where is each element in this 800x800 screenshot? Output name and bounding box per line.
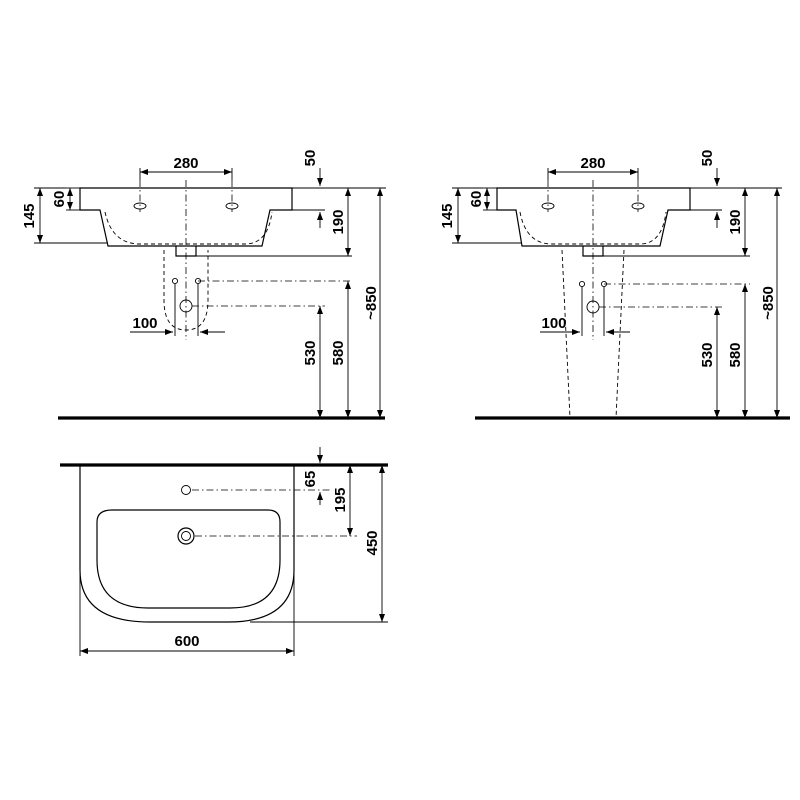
dim-top-width: 600: [174, 633, 199, 650]
dim-front-rim-thickness: 60: [51, 191, 68, 208]
dim-top-depth: 450: [364, 530, 381, 555]
dim-top-tap-hole-distance: 65: [302, 471, 319, 488]
dim-side-rim-height: ~850: [760, 286, 777, 320]
dim-side-rim-thickness: 60: [468, 191, 485, 208]
half-pedestal: [163, 250, 209, 331]
drain-spigot: [175, 246, 197, 257]
dim-front-tap-spacing: 280: [173, 155, 198, 172]
dim-front-waste-height: 530: [302, 340, 319, 365]
dim-front-basin-depth: 145: [21, 203, 38, 228]
basin-outline: [79, 187, 293, 247]
dim-front-supply-height: 580: [330, 340, 347, 365]
tap-hole-right: [631, 202, 645, 210]
pedestal-right-edge: [615, 249, 625, 419]
dim-side-basin-depth: 145: [439, 203, 456, 228]
dim-side-overflow: 50: [699, 150, 716, 167]
dim-side-tap-spacing: 280: [580, 155, 605, 172]
bowl-top-outline: [96, 509, 281, 609]
tap-hole-left: [541, 202, 555, 210]
dim-side-trap-offset: 190: [727, 209, 744, 234]
side-view: 280 60 145 50 190 100 530 580 ~850: [439, 150, 790, 420]
dim-front-rim-height: ~850: [363, 286, 380, 320]
pedestal-left-edge: [561, 249, 571, 419]
basin-top-outline: [79, 465, 295, 623]
basin-outline: [496, 187, 691, 247]
dim-front-trap-offset: 190: [330, 209, 347, 234]
dim-front-overflow: 50: [302, 150, 319, 167]
dim-side-supply-height: 580: [727, 342, 744, 367]
basin-bowl-hidden: [519, 211, 667, 245]
supply-hole-left: [578, 280, 586, 288]
drain-outer: [177, 527, 195, 545]
tap-hole: [181, 485, 191, 495]
drain-inner: [181, 531, 191, 541]
dim-top-drain-distance: 195: [332, 487, 349, 512]
dim-side-hole-offset: 100: [541, 315, 566, 332]
drain-spigot: [582, 246, 604, 257]
dim-side-waste-height: 530: [699, 342, 716, 367]
supply-hole-left: [171, 277, 179, 285]
basin-bowl-hidden: [104, 211, 273, 245]
dim-front-hole-offset: 100: [132, 315, 157, 332]
tap-hole-right: [225, 202, 239, 210]
front-view: 280 60 145 50 190 100 530 580: [21, 150, 386, 420]
top-view: 65 195 450 600: [60, 447, 388, 656]
tap-hole-left: [133, 202, 147, 210]
